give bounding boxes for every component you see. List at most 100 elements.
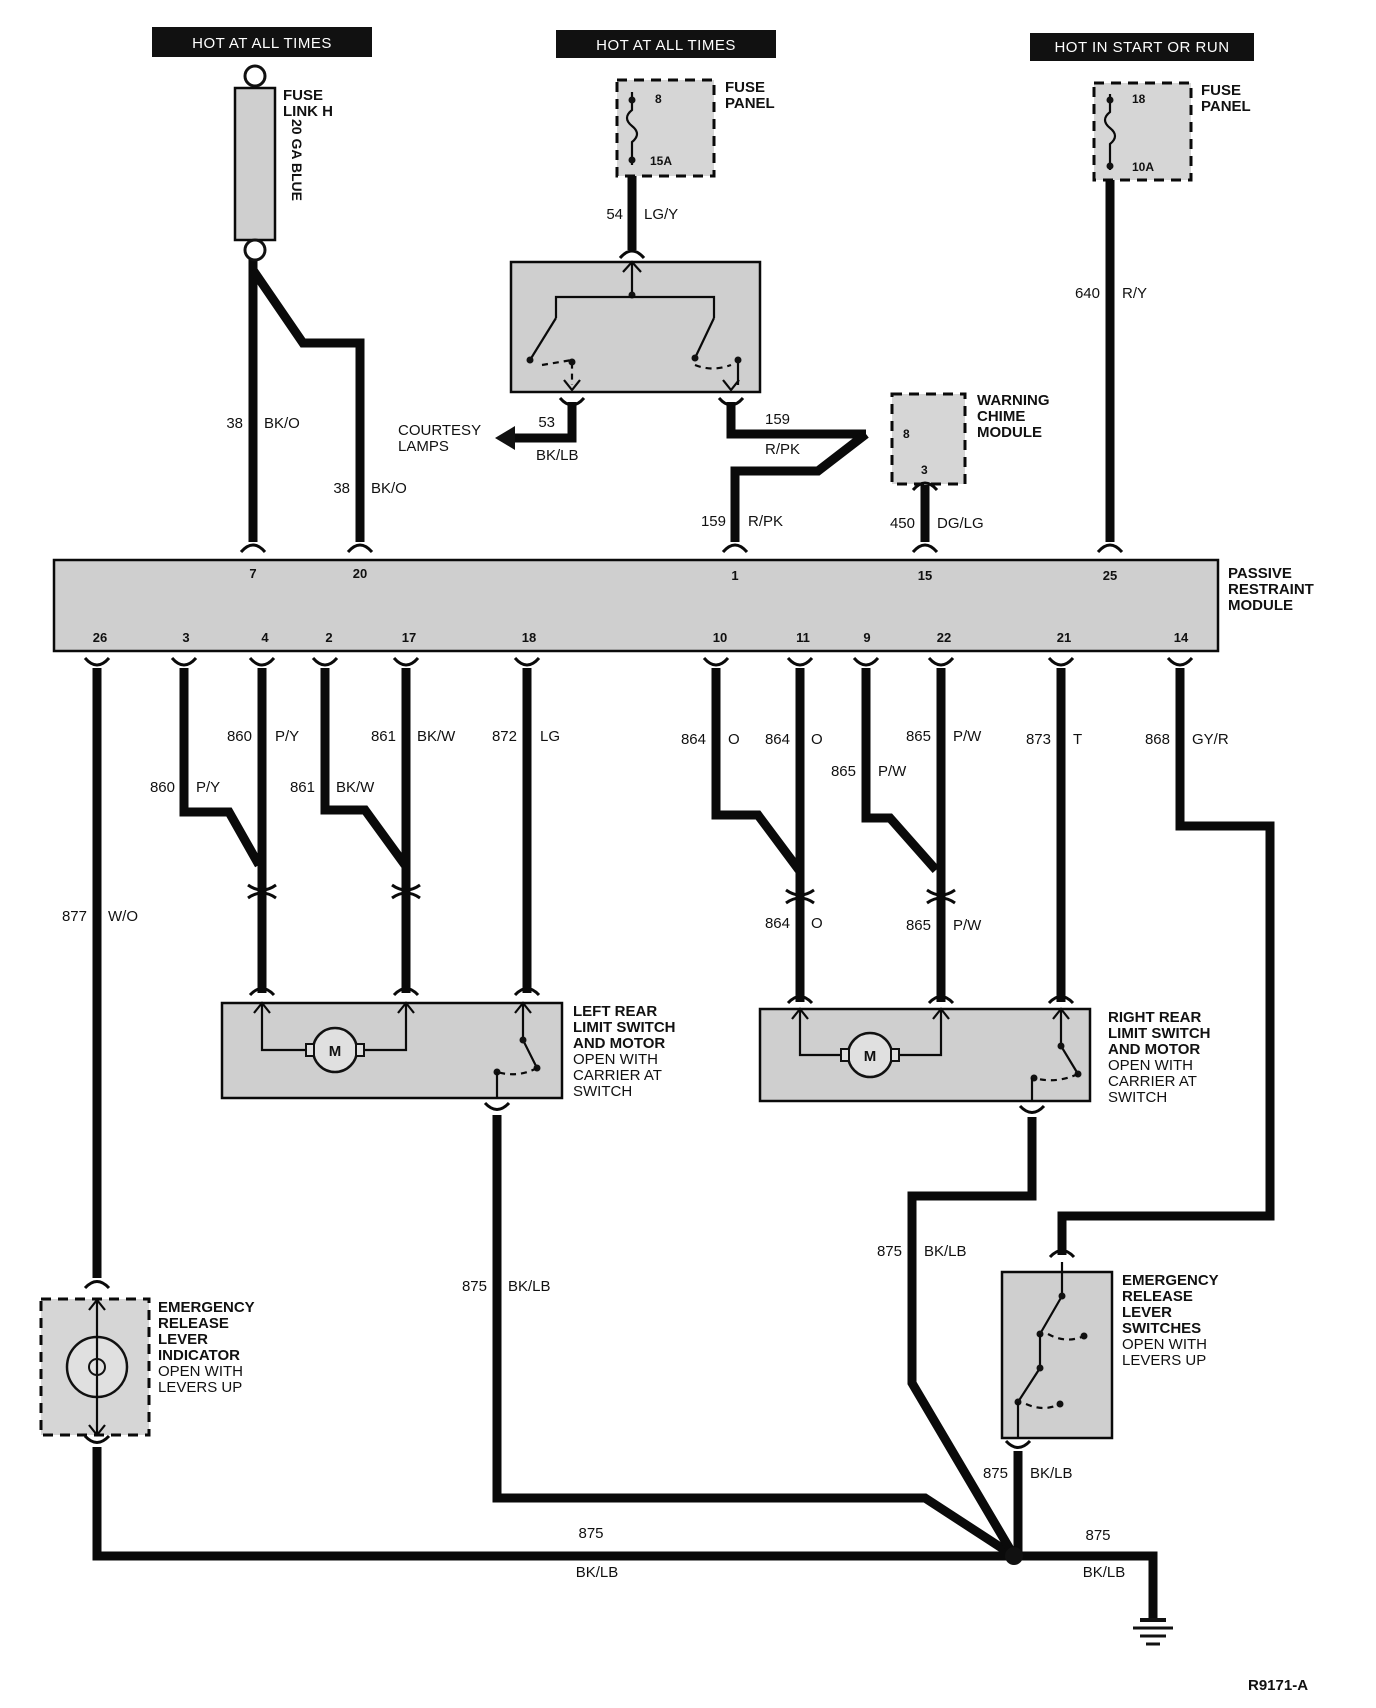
diagram-label: R/PK (748, 513, 783, 530)
diagram-label: 10 (713, 630, 727, 645)
diagram-label: CHIME (977, 408, 1025, 425)
diagram-label: 17 (402, 630, 416, 645)
diagram-label: CARRIER AT (1108, 1073, 1197, 1090)
passive-restraint-module: PASSIVE RESTRAINT MODULE (52, 558, 1314, 653)
diagram-label: LAMPS (398, 438, 449, 455)
diagram-label: 861 (371, 728, 396, 745)
diagram-label: COURTESY (398, 422, 481, 439)
diagram-label: 26 (93, 630, 107, 645)
diagram-label: MODULE (977, 424, 1042, 441)
diagram-label: 640 (1075, 285, 1100, 302)
diagram-label: BK/LB (508, 1278, 551, 1295)
diagram-label: LIMIT SWITCH (1108, 1025, 1210, 1042)
diagram-label: EMERGENCY (1122, 1272, 1219, 1289)
diagram-label: 873 (1026, 731, 1051, 748)
diagram-label: RELEASE (158, 1315, 229, 1332)
diagram-label: MODULE (1228, 597, 1293, 614)
diagram-label: 15 (918, 568, 932, 583)
left-rear-limit-switch-motor: M LEFT REAR LIMIT SWITCH AND MOTOR OPEN … (220, 1001, 675, 1100)
diagram-label: OPEN WITH (573, 1051, 658, 1068)
diagram-label: HOT IN START OR RUN (1054, 39, 1229, 56)
diagram-label: PANEL (1201, 98, 1251, 115)
diagram-label: EMERGENCY (158, 1299, 255, 1316)
emergency-release-lever-indicator: EMERGENCY RELEASE LEVER INDICATOR OPEN W… (39, 1297, 255, 1437)
diagram-label: BK/W (336, 779, 375, 796)
diagram-label: LEVERS UP (1122, 1352, 1206, 1369)
diagram-label: 868 (1145, 731, 1170, 748)
diagram-label: R/PK (765, 441, 800, 458)
diagram-label: T (1073, 731, 1082, 748)
diagram-label: BK/LB (1083, 1564, 1126, 1581)
diagram-label: 7 (249, 566, 256, 581)
diagram-label: DG/LG (937, 515, 984, 532)
diagram-label: 861 (290, 779, 315, 796)
diagram-label: P/W (953, 917, 982, 934)
diagram-label: 450 (890, 515, 915, 532)
diagram-label: 2 (325, 630, 332, 645)
diagram-label: 11 (796, 630, 810, 645)
diagram-label: BK/W (417, 728, 456, 745)
diagram-label: 1 (731, 568, 738, 583)
diagram-label: INDICATOR (158, 1347, 240, 1364)
fuse-link-h: 20 GA BLUE FUSE LINK H (233, 64, 333, 262)
fuse-panel-mid: 8 15A FUSE PANEL (615, 78, 775, 178)
diagram-label: 864 (681, 731, 706, 748)
diagram-label: 877 (62, 908, 87, 925)
diagram-label: 38 (226, 415, 243, 432)
diagram-label: WARNING (977, 392, 1050, 409)
diagram-label: O (728, 731, 740, 748)
header-mid: HOT AT ALL TIMES (556, 30, 776, 58)
diagram-label: 14 (1174, 630, 1189, 645)
diagram-label: 10A (1132, 160, 1154, 174)
diagram-label: 38 (333, 480, 350, 497)
diagram-label: 875 (877, 1243, 902, 1260)
connector-terminals (83, 249, 1194, 1449)
warning-chime-module: 8 3 WARNING CHIME MODULE (890, 392, 1050, 486)
prm-bottom-pins: 26 3 4 2 17 18 10 11 9 22 21 14 (93, 630, 1189, 645)
diagram-label: 875 (1085, 1527, 1110, 1544)
figure-id: R9171-A (1248, 1677, 1308, 1694)
diagram-label: 15A (650, 154, 672, 168)
diagram-label: P/Y (196, 779, 220, 796)
diagram-label: LEVER (158, 1331, 208, 1348)
diagram-label: O (811, 731, 823, 748)
diagram-label: 860 (150, 779, 175, 796)
diagram-label: FUSE (725, 79, 765, 96)
diagram-label: LIMIT SWITCH (573, 1019, 675, 1036)
diagram-label: M (329, 1043, 342, 1060)
diagram-label: R/Y (1122, 285, 1147, 302)
diagram-label: RELEASE (1122, 1288, 1193, 1305)
door-switch-block (509, 260, 762, 394)
diagram-label: BK/LB (1030, 1465, 1073, 1482)
diagram-label: LINK H (283, 103, 333, 120)
diagram-label: RESTRAINT (1228, 581, 1314, 598)
diagram-label: 18 (522, 630, 536, 645)
diagram-label: 159 (701, 513, 726, 530)
diagram-label: 8 (655, 92, 662, 106)
diagram-label: P/Y (275, 728, 299, 745)
diagram-label: PANEL (725, 95, 775, 112)
diagram-label: 864 (765, 731, 790, 748)
diagram-label: SWITCHES (1122, 1320, 1201, 1337)
prm-top-pins: 7 20 1 15 25 (249, 566, 1117, 583)
diagram-label: W/O (108, 908, 138, 925)
diagram-label: P/W (953, 728, 982, 745)
diagram-label: 3 (921, 463, 928, 477)
diagram-label: M (864, 1048, 877, 1065)
wire-labels: 38 BK/O 38 BK/O 54 LG/Y 53 BK/LB 159 R/P… (62, 206, 1229, 1581)
diagram-label: 875 (462, 1278, 487, 1295)
fuse-panel-right: 18 10A FUSE PANEL (1092, 81, 1251, 182)
diagram-label: BK/LB (924, 1243, 967, 1260)
diagram-label: SWITCH (1108, 1089, 1167, 1106)
ground-splice (1005, 1547, 1023, 1565)
diagram-label: FUSE (1201, 82, 1241, 99)
diagram-label: P/W (878, 763, 907, 780)
diagram-label: SWITCH (573, 1083, 632, 1100)
diagram-label: LEFT REAR (573, 1003, 657, 1020)
diagram-label: BK/O (371, 480, 407, 497)
diagram-label: 860 (227, 728, 252, 745)
diagram-label: HOT AT ALL TIMES (192, 35, 332, 52)
diagram-label: CARRIER AT (573, 1067, 662, 1084)
diagram-label: BK/LB (536, 447, 579, 464)
